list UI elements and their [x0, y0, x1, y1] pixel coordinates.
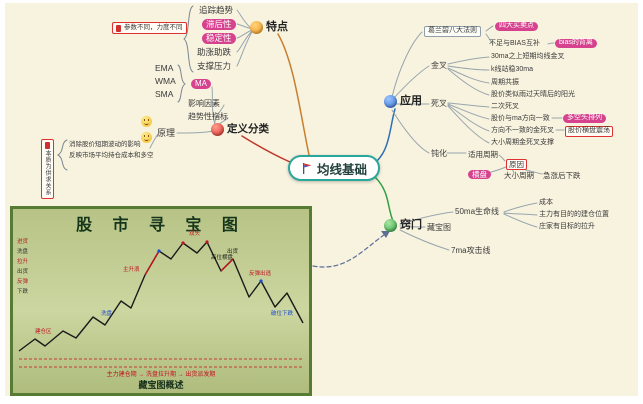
tedian-item-boost[interactable]: 助涨助跌	[197, 47, 232, 57]
central-topic[interactable]: 均线基础	[288, 155, 380, 181]
smiley-icon	[141, 116, 152, 127]
tedian-note-label: 参数不同，力度不同	[124, 24, 183, 31]
map-annotation: 高位横盘	[211, 255, 234, 261]
cause-sideways-node[interactable]: 横盘	[468, 170, 491, 180]
ma50-item-cost[interactable]: 成本	[539, 199, 553, 206]
orange-sphere-icon	[250, 21, 263, 35]
golden-cross-item-3[interactable]: 周期共振	[491, 79, 519, 86]
legend-item: 出货	[17, 269, 29, 275]
branch-yingyong[interactable]: 应用	[384, 95, 422, 109]
tedian-item-stable[interactable]: 稳定性	[202, 33, 236, 44]
applicable-period-node[interactable]: 适用周期	[468, 150, 498, 159]
tedian-item-trend[interactable]: 追踪趋势	[199, 5, 234, 15]
tedian-item-support[interactable]: 支撑压力	[197, 61, 232, 71]
ma50-item-position[interactable]: 主力有目的的建仓位置	[539, 211, 609, 218]
pin-icon	[116, 24, 121, 32]
green-sphere-icon	[384, 219, 397, 233]
bias-complement-node[interactable]: 不足与BIAS互补	[489, 40, 540, 47]
treasure-map-caption: 藏宝图概述	[138, 380, 184, 390]
legend-item: 拉升	[17, 259, 29, 265]
ma-type-wma[interactable]: WMA	[155, 76, 176, 86]
map-annotation: 建仓区	[35, 329, 52, 335]
treasure-map-title: 股 市 寻 宝 图	[76, 217, 246, 234]
yuanli-node[interactable]: 原理	[157, 128, 176, 138]
treasure-map-legend: 进货 洗盘 拉升 出货 反弹 下跌	[17, 237, 28, 295]
red-sphere-icon	[211, 123, 224, 137]
yuanli-line-1[interactable]: 消除股价短期波动的影响	[69, 141, 141, 148]
price-path-chart	[18, 240, 304, 368]
ma50-item-pull[interactable]: 庄家有目标的拉升	[539, 223, 595, 230]
reason-node[interactable]: 原因	[506, 159, 527, 171]
four-signals-node[interactable]: 四大买卖点	[495, 22, 538, 31]
second-death-cross-node[interactable]: 二次死叉	[491, 103, 519, 110]
ma7-node[interactable]: 7ma攻击线	[451, 246, 491, 255]
map-annotation: 破位下跌	[271, 311, 294, 317]
treasure-map-phases: 主力建仓期 → 洗盘拉升期 → 出货派发期	[106, 372, 216, 378]
period-support-node[interactable]: 大小周期金死叉支撑	[491, 139, 554, 146]
pin-icon	[45, 142, 50, 149]
gelanbi-node[interactable]: 葛兰碧八大法则	[424, 26, 481, 37]
trend-indicator-node[interactable]: 趋势性指标	[188, 112, 228, 121]
ma-type-ema[interactable]: EMA	[155, 63, 174, 73]
branch-dingyi[interactable]: 定义分类	[211, 123, 269, 137]
legend-item: 进货	[17, 239, 29, 245]
long-short-align-node[interactable]: 多空头排列	[563, 114, 606, 123]
essence-note-label: 本质为供求关系	[44, 150, 50, 196]
legend-item: 洗盘	[17, 249, 29, 255]
golden-cross-item-2[interactable]: k线站稳30ma	[491, 66, 534, 73]
death-cross-node[interactable]: 死叉	[431, 99, 447, 108]
bias-divergence-node[interactable]: bias的背离	[555, 39, 597, 48]
map-annotation: 洗盘	[101, 311, 113, 317]
factor-node[interactable]: 影响因素	[188, 99, 220, 108]
blunting-node[interactable]: 钝化	[431, 149, 447, 158]
flag-icon	[302, 162, 312, 174]
map-annotation: 双头	[189, 231, 201, 237]
treasure-map-image[interactable]: 股 市 寻 宝 图 进货 洗盘 拉升 出货 反弹 下跌 双头 高位横盘 主升浪 …	[10, 206, 312, 396]
branch-tedian[interactable]: 特点	[250, 21, 288, 35]
golden-cross-item-1[interactable]: 30ma之上短期均线金叉	[491, 53, 565, 60]
golden-cross-node[interactable]: 金叉	[431, 61, 447, 70]
ma50-node[interactable]: 50ma生命线	[455, 207, 500, 216]
same-direction-node[interactable]: 股价与ma方向一致	[491, 115, 550, 122]
branch-dingyi-label: 定义分类	[227, 123, 269, 135]
central-topic-label: 均线基础	[316, 162, 367, 177]
golden-cross-item-4[interactable]: 股价类似雨过天晴后的阳光	[491, 91, 575, 98]
branch-qiaomen[interactable]: 窍门	[384, 219, 422, 233]
diff-direction-node[interactable]: 方向不一致的金死叉	[491, 127, 554, 134]
map-annotation: 出货	[227, 249, 239, 255]
ma-node[interactable]: MA	[191, 79, 211, 89]
tedian-item-lag[interactable]: 滞后性	[202, 19, 236, 30]
sideways-node[interactable]: 股价横盘震荡	[565, 126, 613, 137]
legend-item: 下跌	[17, 289, 29, 295]
map-annotation: 反弹出逃	[249, 271, 272, 277]
blue-sphere-icon	[384, 95, 397, 109]
tedian-note[interactable]: 参数不同，力度不同	[112, 22, 187, 35]
treasure-map-ref-node[interactable]: 藏宝图	[427, 223, 451, 232]
cause-spike-node[interactable]: 急涨后下跌	[543, 171, 581, 180]
map-annotation: 主升浪	[123, 267, 140, 273]
essence-note[interactable]: 本质为供求关系	[41, 139, 54, 199]
ma-type-sma[interactable]: SMA	[155, 89, 174, 99]
branch-qiaomen-label: 窍门	[400, 219, 422, 231]
yuanli-line-2[interactable]: 反映市场平均持仓成本和多空	[69, 152, 154, 159]
branch-yingyong-label: 应用	[400, 95, 422, 107]
cause-period-node[interactable]: 大小周期	[504, 171, 534, 180]
legend-item: 反弹	[17, 279, 29, 285]
branch-tedian-label: 特点	[266, 21, 288, 33]
smiley-icon	[141, 132, 152, 143]
